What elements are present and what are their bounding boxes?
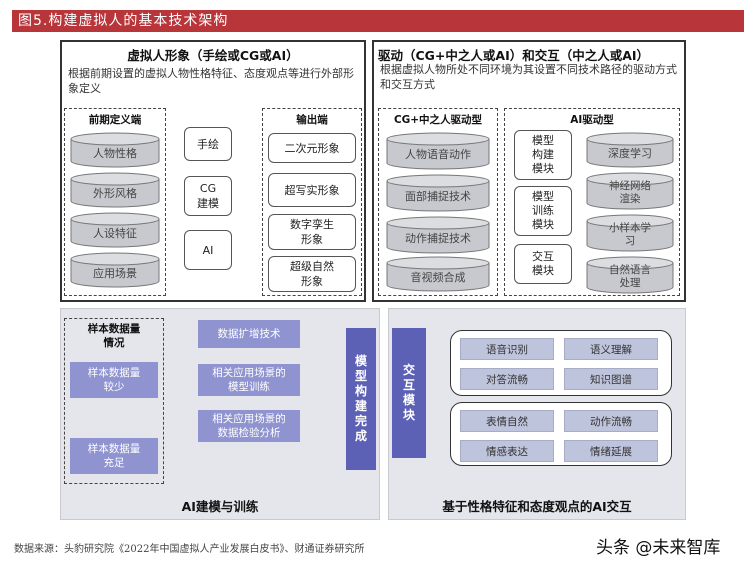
cylinder-scenario: 应用场景 xyxy=(70,252,160,288)
cylinder-persona: 人设特征 xyxy=(70,212,160,248)
right-panel-title: 驱动（CG+中之人或AI）和交互（中之人或AI） xyxy=(378,48,650,63)
step-augmentation: 数据扩增技术 xyxy=(198,320,300,348)
method-cg: CG 建模 xyxy=(184,176,232,216)
method-handdrawn: 手绘 xyxy=(184,127,232,161)
sample-enough-box: 样本数据量 充足 xyxy=(70,438,158,474)
ai-group xyxy=(504,108,680,296)
sample-group xyxy=(64,318,164,484)
step-model-training: 相关应用场景的 模型训练 xyxy=(198,364,300,396)
cylinder-deep-learning: 深度学习 xyxy=(586,132,674,168)
sample-small-box: 样本数据量 较少 xyxy=(70,362,158,398)
chip-natural-expression: 表情自然 xyxy=(460,410,554,432)
method-ai: AI xyxy=(184,230,232,270)
step-data-validation: 相关应用场景的 数据检验分析 xyxy=(198,410,300,442)
output-title: 输出端 xyxy=(296,114,328,126)
output-2d: 二次元形象 xyxy=(268,133,356,163)
cylinder-voice-action: 人物语音动作 xyxy=(386,132,490,170)
cylinder-av-synthesis: 音视频合成 xyxy=(386,256,490,292)
bottom-left-label: AI建模与训练 xyxy=(181,499,259,514)
ai-module-interact: 交互 模块 xyxy=(514,244,572,284)
cylinder-motion-capture: 动作捕捉技术 xyxy=(386,216,490,254)
cylinder-neural-render: 神经网络 渲染 xyxy=(586,172,674,210)
output-digital-twin: 数字孪生 形象 xyxy=(268,214,356,250)
bottom-right-label: 基于性格特征和态度观点的AI交互 xyxy=(442,499,632,514)
right-panel-subtitle: 根据虚拟人物所处不同环境为其设置不同技术路径的驱动方式和交互方式 xyxy=(380,63,677,91)
chip-speech-recognition: 语音识别 xyxy=(460,338,554,360)
cylinder-few-shot: 小样本学 习 xyxy=(586,214,674,252)
ai-module-train: 模型 训练 模块 xyxy=(514,186,572,236)
cylinder-personality: 人物性格 xyxy=(70,132,160,168)
ai-module-build: 模型 构建 模块 xyxy=(514,130,572,180)
predef-title: 前期定义端 xyxy=(88,114,142,126)
left-panel-subtitle: 根据前期设置的虚拟人物性格特征、态度观点等进行外部形象定义 xyxy=(68,67,354,95)
cg-title: CG+中之人驱动型 xyxy=(393,114,483,126)
output-hyperreal: 超写实形象 xyxy=(268,173,356,207)
chip-knowledge-graph: 知识图谱 xyxy=(564,368,658,390)
cg-group xyxy=(378,108,498,296)
chip-semantic-understanding: 语义理解 xyxy=(564,338,658,360)
output-group xyxy=(262,108,362,296)
cylinder-nlp: 自然语言 处理 xyxy=(586,256,674,294)
predef-group xyxy=(64,108,166,296)
chip-emotion-expression: 情感表达 xyxy=(460,440,554,462)
model-complete-box: 模 型 构 建 完 成 xyxy=(346,328,376,470)
output-super-natural: 超级自然 形象 xyxy=(268,256,356,292)
cylinder-style: 外形风格 xyxy=(70,172,160,208)
left-panel-title: 虚拟人形象（手绘或CG或AI） xyxy=(127,48,299,63)
source-note: 数据来源：头豹研究院《2022年中国虚拟人产业发展白皮书》、财通证券研究所 xyxy=(14,544,365,555)
chip-fluent-dialog: 对答流畅 xyxy=(460,368,554,390)
figure-title: 图5.构建虚拟人的基本技术架构 xyxy=(12,10,744,32)
cylinder-face-capture: 面部捕捉技术 xyxy=(386,174,490,212)
sample-title: 样本数据量 情况 xyxy=(87,323,141,349)
ai-title: AI驱动型 xyxy=(570,114,614,126)
chip-emotion-extension: 情绪延展 xyxy=(564,440,658,462)
interaction-module-box: 交 互 模 块 xyxy=(392,328,426,458)
watermark: 头条 @未来智库 xyxy=(596,538,721,558)
chip-fluent-motion: 动作流畅 xyxy=(564,410,658,432)
